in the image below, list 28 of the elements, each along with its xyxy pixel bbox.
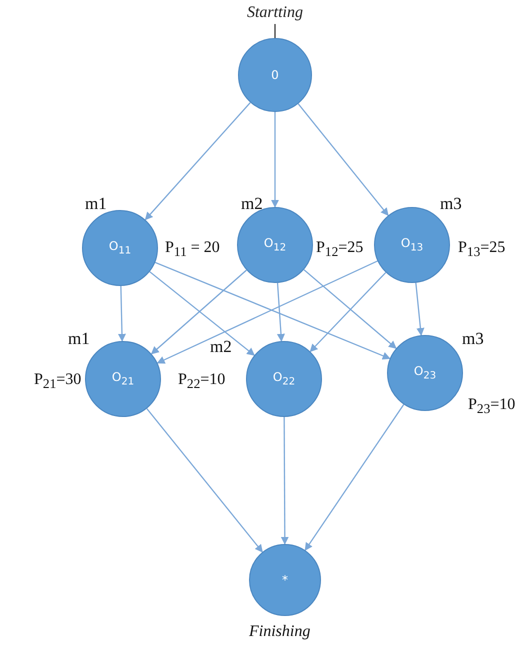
leader-line	[274, 24, 276, 38]
arrow	[415, 282, 424, 336]
operation-circle: O$_{23}$	[387, 335, 463, 411]
arrow	[276, 282, 285, 342]
operation-circle: O$_{11}$	[82, 210, 158, 286]
arrow	[271, 112, 279, 208]
arrow	[310, 272, 386, 352]
time-label: P$_{22}$=10	[178, 372, 226, 391]
time-label: P$_{12}$=25	[316, 240, 364, 259]
arrow	[304, 269, 397, 349]
operation-circle: *	[249, 544, 321, 616]
arrow	[304, 404, 404, 551]
operation-circle: 0	[238, 38, 312, 112]
time-label: P$_{23}$=10	[468, 397, 516, 416]
arrow	[118, 286, 126, 342]
time-label: P$_{11}$ = 20	[165, 240, 220, 259]
arrow	[146, 408, 263, 553]
time-label: P$_{21}$=30	[34, 372, 82, 391]
operation-circle: O$_{22}$	[246, 341, 322, 417]
machine-label: m3	[462, 330, 484, 347]
node-caption: Finishing	[249, 624, 310, 640]
arrow	[298, 103, 389, 216]
start-label: Startting	[235, 4, 315, 22]
machine-label: m1	[85, 195, 107, 212]
arrow	[280, 417, 289, 545]
arrow	[144, 102, 251, 220]
time-label: P$_{13}$=25	[458, 240, 506, 259]
machine-label: m2	[210, 338, 232, 355]
